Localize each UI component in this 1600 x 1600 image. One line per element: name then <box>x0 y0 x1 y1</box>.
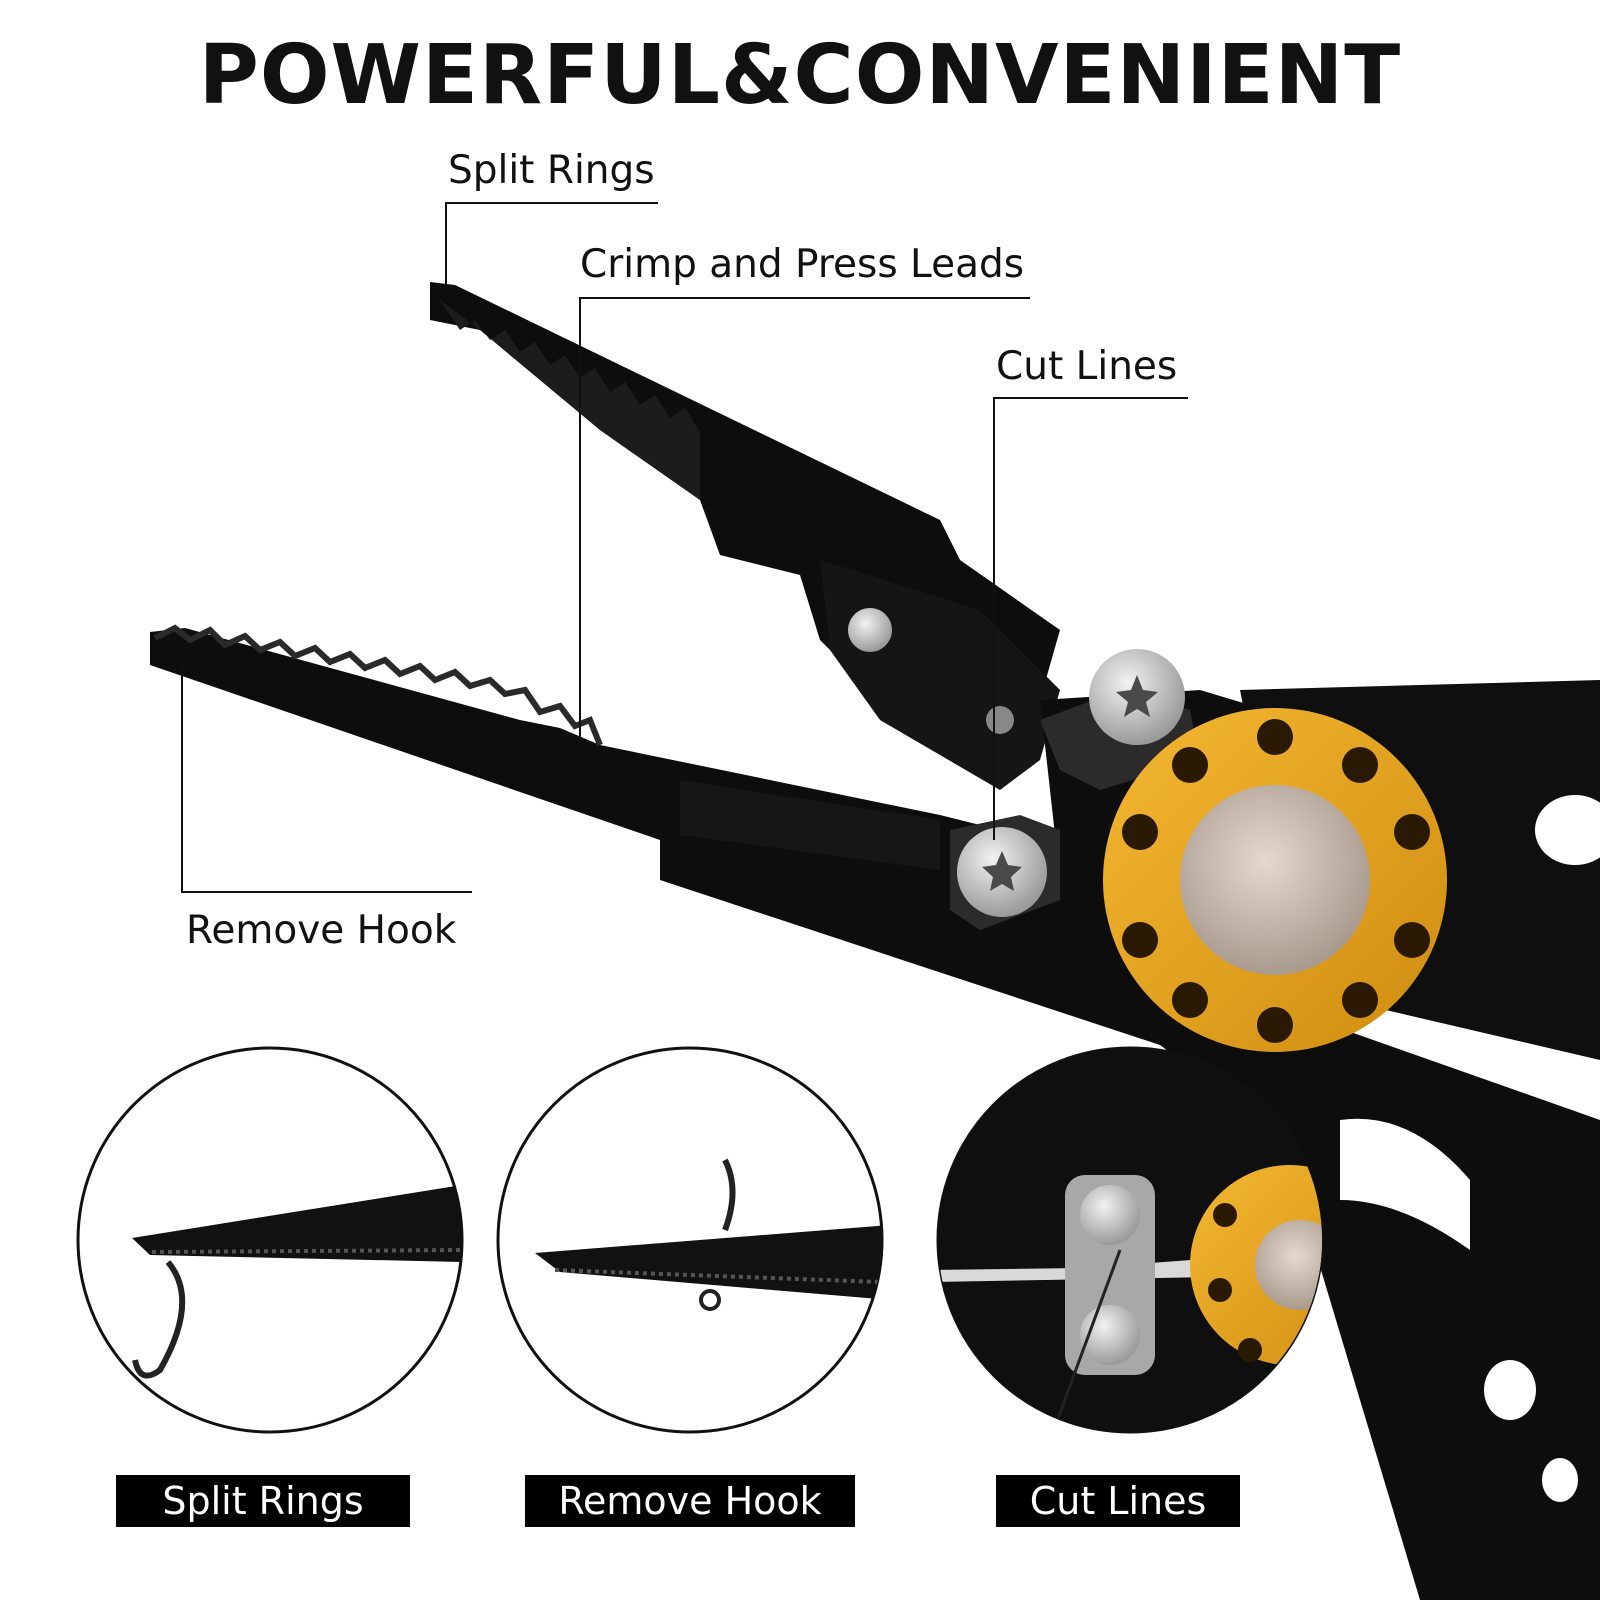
tag-cut-lines: Cut Lines <box>996 1475 1240 1527</box>
callout-cut-lines: Cut Lines <box>996 344 1178 389</box>
callout-lines <box>181 202 1188 893</box>
remove-hook-leader <box>181 664 472 893</box>
callout-split-rings: Split Rings <box>448 148 655 193</box>
detail-circle-split-rings <box>76 1046 464 1434</box>
headline: POWERFUL&CONVENIENT <box>198 28 1402 123</box>
detail-circle-remove-hook <box>496 1046 884 1434</box>
cut-lines-leader <box>993 397 1188 840</box>
callout-remove-hook: Remove Hook <box>186 908 457 953</box>
tag-split-rings: Split Rings <box>116 1475 410 1527</box>
detail-circle-cut-lines <box>936 1046 1324 1434</box>
crimp-leader <box>579 297 1030 740</box>
callout-crimp-and-press-leads: Crimp and Press Leads <box>580 242 1025 287</box>
split-rings-leader <box>445 202 658 290</box>
tag-remove-hook: Remove Hook <box>525 1475 855 1527</box>
